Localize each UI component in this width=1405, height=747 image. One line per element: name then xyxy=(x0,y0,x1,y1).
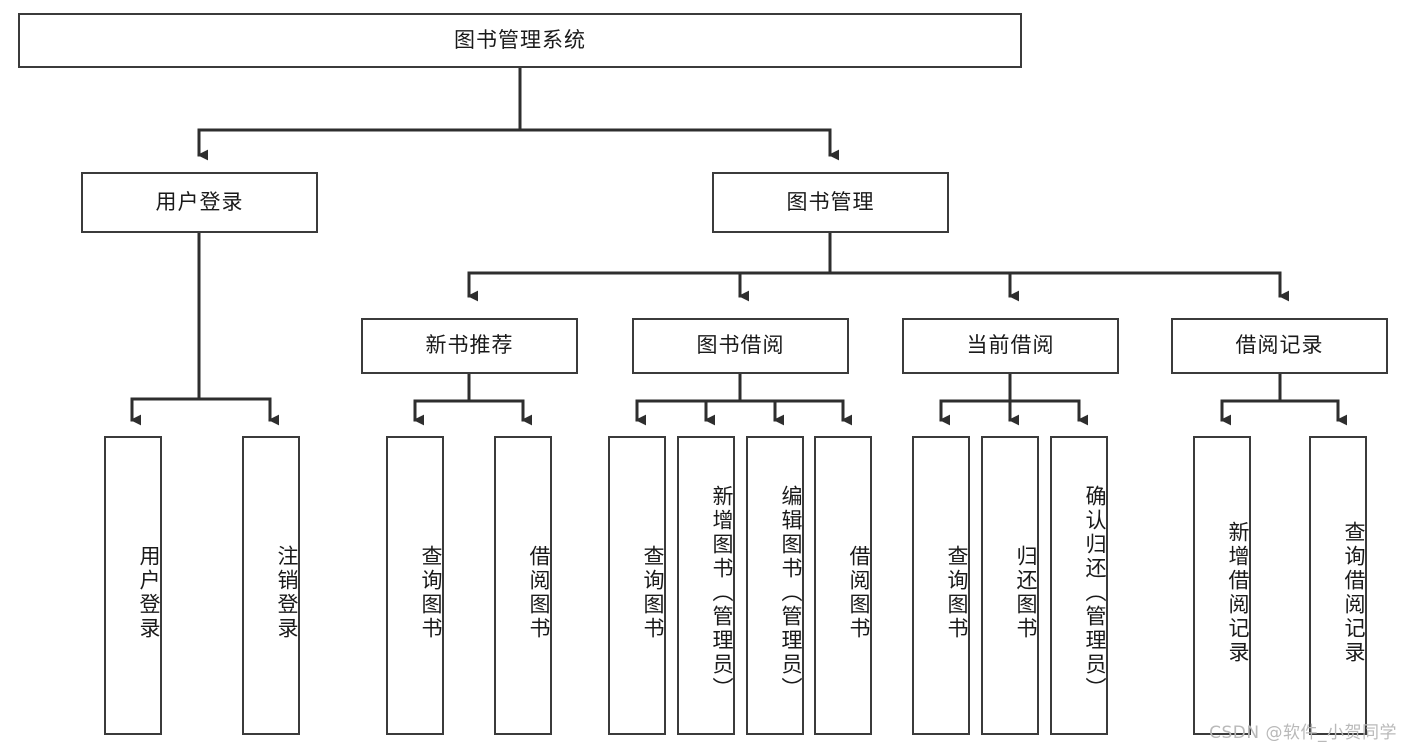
node-label: 查询借阅记录 xyxy=(1342,520,1366,665)
node-borrow-record[interactable]: 借阅记录 xyxy=(1171,318,1388,374)
node-label: 用户登录 xyxy=(155,189,244,214)
leaf-confirm-return-admin[interactable]: 确认归还（管理员） xyxy=(1050,436,1108,735)
node-root-book-management-system[interactable]: 图书管理系统 xyxy=(18,13,1022,68)
node-label: 新增借阅记录 xyxy=(1226,520,1250,665)
node-label: 确认归还（管理员） xyxy=(1083,484,1107,701)
leaf-edit-book-admin[interactable]: 编辑图书（管理员） xyxy=(746,436,804,735)
leaf-query-book-new-recommend[interactable]: 查询图书 xyxy=(386,436,444,735)
leaf-borrow-book[interactable]: 借阅图书 xyxy=(814,436,872,735)
node-label: 注销登录 xyxy=(275,544,299,641)
node-label: 当前借阅 xyxy=(966,333,1055,358)
node-label: 图书管理 xyxy=(786,189,875,214)
node-label: 图书借阅 xyxy=(696,333,785,358)
node-label: 编辑图书（管理员） xyxy=(779,484,803,701)
node-label: 用户登录 xyxy=(137,544,161,641)
node-book-borrow[interactable]: 图书借阅 xyxy=(632,318,849,374)
leaf-add-book-admin[interactable]: 新增图书（管理员） xyxy=(677,436,735,735)
node-label: 查询图书 xyxy=(641,544,665,641)
node-label: 查询图书 xyxy=(945,544,969,641)
node-label: 借阅图书 xyxy=(847,544,871,641)
node-label: 归还图书 xyxy=(1014,544,1038,641)
leaf-query-borrow-record[interactable]: 查询借阅记录 xyxy=(1309,436,1367,735)
node-label: 借阅记录 xyxy=(1235,333,1324,358)
leaf-user-login[interactable]: 用户登录 xyxy=(104,436,162,735)
leaf-return-book[interactable]: 归还图书 xyxy=(981,436,1039,735)
leaf-query-book-borrow[interactable]: 查询图书 xyxy=(608,436,666,735)
node-current-borrow[interactable]: 当前借阅 xyxy=(902,318,1119,374)
csdn-watermark: CSDN @软件_小贺同学 xyxy=(1209,723,1397,743)
node-user-login[interactable]: 用户登录 xyxy=(81,172,318,233)
node-label: 借阅图书 xyxy=(527,544,551,641)
node-book-management[interactable]: 图书管理 xyxy=(712,172,949,233)
node-new-book-recommend[interactable]: 新书推荐 xyxy=(361,318,578,374)
leaf-query-book-current[interactable]: 查询图书 xyxy=(912,436,970,735)
node-label: 图书管理系统 xyxy=(454,27,586,52)
node-label: 新书推荐 xyxy=(425,333,514,358)
node-label: 查询图书 xyxy=(419,544,443,641)
leaf-add-borrow-record[interactable]: 新增借阅记录 xyxy=(1193,436,1251,735)
node-label: 新增图书（管理员） xyxy=(710,484,734,701)
leaf-logout-login[interactable]: 注销登录 xyxy=(242,436,300,735)
leaf-borrow-book-new-recommend[interactable]: 借阅图书 xyxy=(494,436,552,735)
